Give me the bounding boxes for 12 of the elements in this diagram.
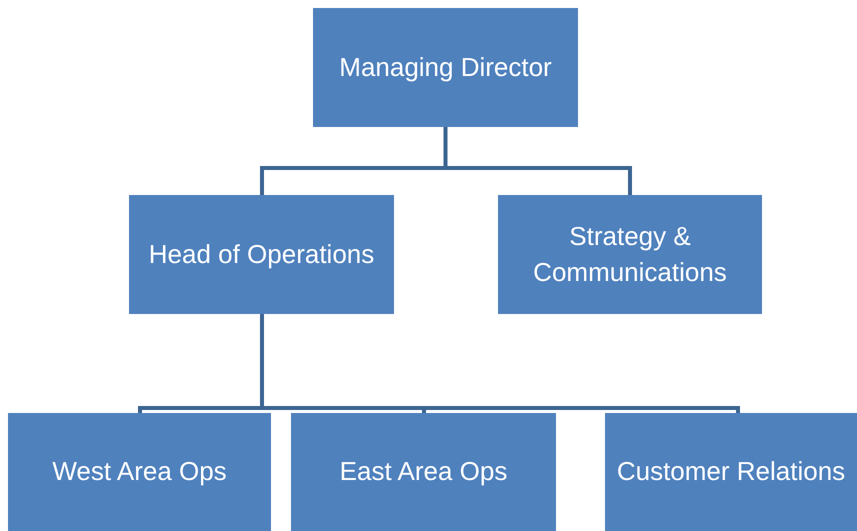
org-box bbox=[498, 195, 762, 314]
box-label: East Area Ops bbox=[340, 455, 508, 488]
org-box bbox=[129, 195, 394, 314]
box-label: Strategy & Communications bbox=[532, 220, 728, 288]
org-box bbox=[8, 413, 271, 531]
box-label: West Area Ops bbox=[52, 455, 227, 488]
box-label: Managing Director bbox=[339, 50, 552, 84]
org-box bbox=[605, 413, 857, 531]
box-label: Head of Operations bbox=[148, 238, 374, 271]
org-box bbox=[313, 8, 578, 127]
org-box bbox=[291, 413, 556, 531]
box-label: Customer Relations bbox=[616, 455, 846, 488]
